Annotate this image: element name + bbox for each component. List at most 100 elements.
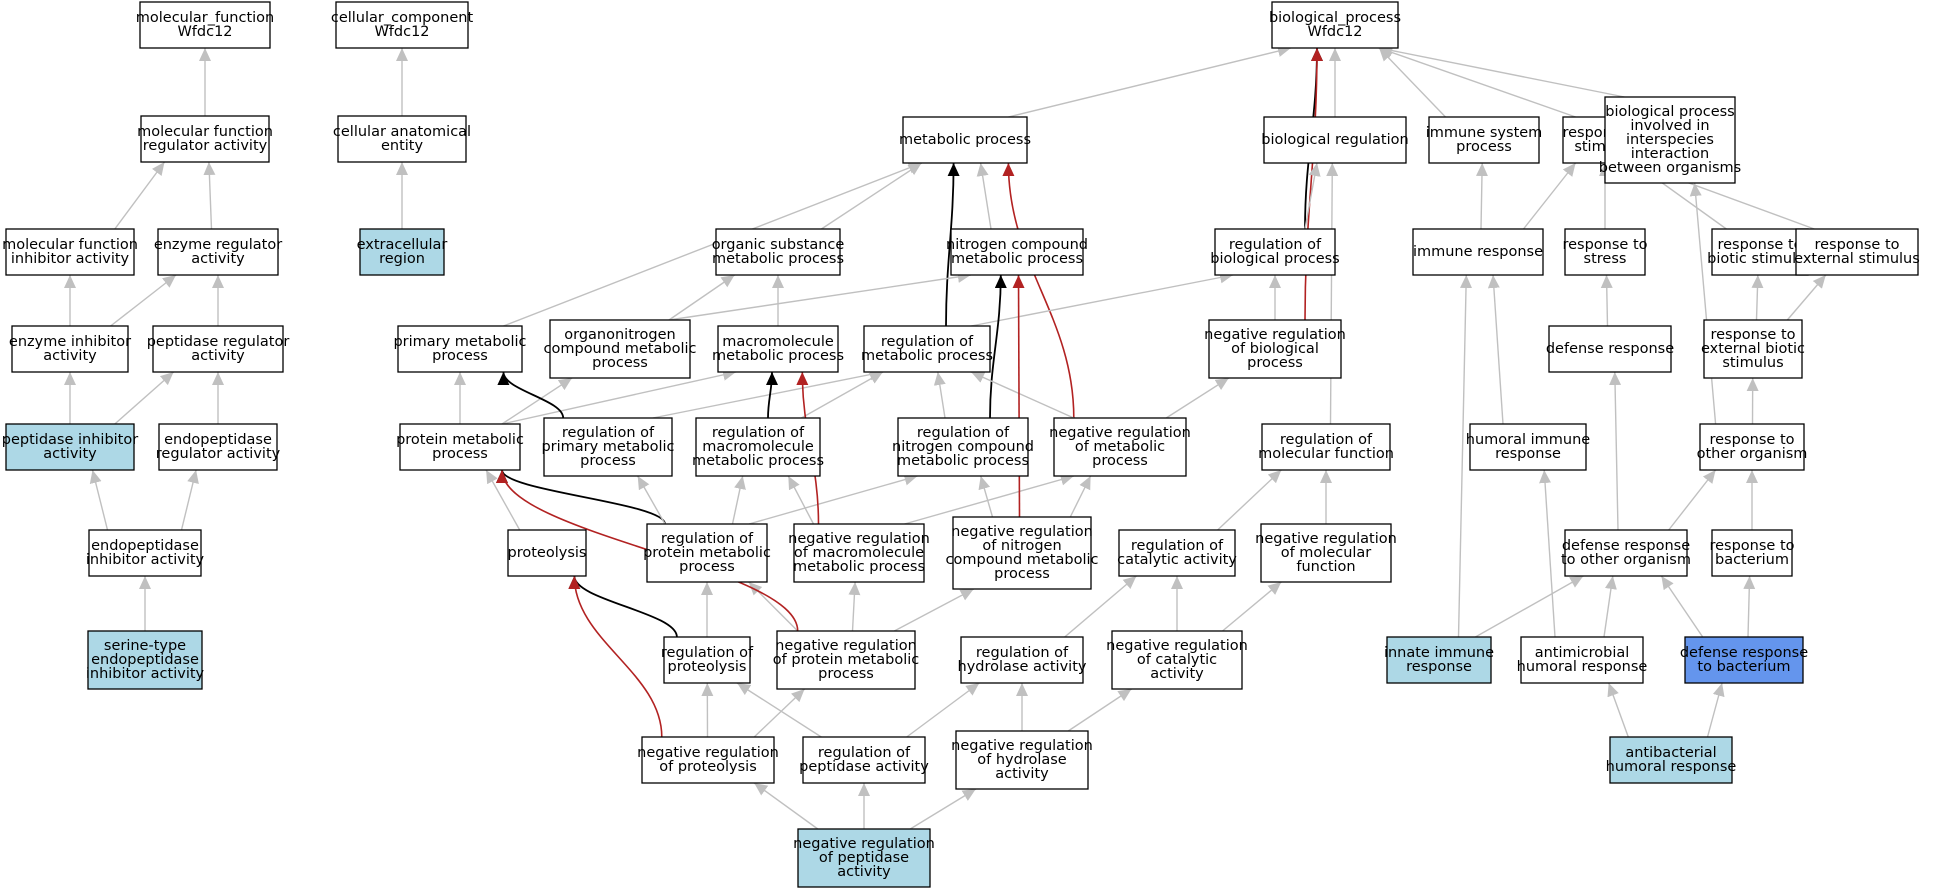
node-label-line: external stimulus xyxy=(1794,251,1920,267)
go-term-node-immune-resp: immune response xyxy=(1412,228,1544,276)
edge-is-a xyxy=(1222,581,1282,632)
edge-regulates xyxy=(989,274,1007,419)
node-box xyxy=(641,736,775,784)
node-box xyxy=(543,417,673,477)
edge-regulates xyxy=(765,371,778,419)
node-label-line: regulator activity xyxy=(143,138,268,154)
node-box xyxy=(1412,228,1544,276)
node-label-line: to bacterium xyxy=(1697,659,1790,675)
edge-is-a xyxy=(668,274,735,321)
node-label-line: response to xyxy=(1709,538,1794,554)
node-label-line: activity xyxy=(191,251,245,267)
node-label-line: response to xyxy=(1562,237,1647,253)
node-label-line: Wfdc12 xyxy=(1307,24,1362,40)
node-box xyxy=(1520,636,1644,684)
node-label-line: immune system xyxy=(1426,125,1543,141)
node-box xyxy=(897,417,1029,477)
edge-negatively-regulates xyxy=(1304,47,1323,321)
node-label-line: biological process xyxy=(1605,104,1734,120)
node-box xyxy=(158,423,278,471)
edge-is-a xyxy=(485,469,521,531)
edge-is-a xyxy=(893,588,975,632)
node-label-line: primary metabolic xyxy=(393,334,526,350)
node-label-line: negative regulation xyxy=(775,638,917,654)
edge-is-a xyxy=(753,782,819,830)
edge-is-a xyxy=(1326,162,1339,425)
edge-is-a xyxy=(1008,45,1292,118)
node-box xyxy=(139,1,271,49)
node-label-line: metabolic process xyxy=(899,132,1031,148)
node-label-line: enzyme inhibitor xyxy=(9,334,131,350)
edge-is-a xyxy=(501,377,573,425)
node-label-line: proteolysis xyxy=(508,545,587,561)
edge-is-a xyxy=(821,162,922,230)
edge-is-a xyxy=(1689,182,1717,425)
node-box xyxy=(11,325,129,373)
node-box xyxy=(1699,423,1805,471)
node-label-line: endopeptidase xyxy=(164,432,272,448)
node-label-line: inhibitor activity xyxy=(86,552,205,568)
node-box xyxy=(955,730,1089,790)
node-label-line: of peptidase xyxy=(819,850,909,866)
node-box xyxy=(140,115,270,163)
node-label-line: to other organism xyxy=(1561,552,1691,568)
node-label-line: organonitrogen xyxy=(564,327,675,343)
node-box xyxy=(952,516,1092,590)
edge-regulates xyxy=(496,469,666,525)
node-label-line: compound metabolic xyxy=(946,552,1099,568)
node-label-line: inhibitor activity xyxy=(11,251,130,267)
go-term-node-metabolic: metabolic process xyxy=(899,116,1031,164)
node-label-line: regulator activity xyxy=(156,446,281,462)
node-label-line: process xyxy=(580,453,636,469)
go-term-node-defense-resp: defense response xyxy=(1546,325,1674,373)
node-label-line: regulation of xyxy=(661,531,754,547)
node-label-line: macromolecule xyxy=(722,334,834,350)
edge-is-a xyxy=(1609,371,1622,531)
node-label-line: endopeptidase xyxy=(91,538,199,554)
node-label-line: process xyxy=(994,566,1050,582)
node-label-line: negative regulation xyxy=(951,738,1093,754)
node-box xyxy=(1261,423,1391,471)
node-label-line: cellular_component xyxy=(331,10,474,26)
node-label-line: primary metabolic xyxy=(541,439,674,455)
node-label-line: interspecies xyxy=(1626,132,1714,148)
node-label-line: process xyxy=(432,348,488,364)
node-label-line: enzyme regulator xyxy=(154,237,282,253)
node-label-line: antimicrobial xyxy=(1535,645,1630,661)
node-label-line: biotic stimulus xyxy=(1707,251,1813,267)
node-label-line: entity xyxy=(381,138,424,154)
node-label-line: hydrolase activity xyxy=(958,659,1087,675)
node-label-line: peptidase inhibitor xyxy=(2,432,138,448)
node-label-line: nitrogen compound xyxy=(946,237,1088,253)
node-box xyxy=(646,523,768,583)
node-label-line: biological regulation xyxy=(1261,132,1408,148)
node-box xyxy=(397,325,523,373)
node-box xyxy=(1711,529,1793,577)
node-label-line: of molecular xyxy=(1281,545,1372,561)
node-box xyxy=(1053,417,1187,477)
node-box xyxy=(797,828,931,888)
node-box xyxy=(1795,228,1919,276)
edge-is-a xyxy=(1751,274,1764,321)
node-box xyxy=(152,325,284,373)
edge-is-a xyxy=(1064,575,1137,638)
edge-is-a xyxy=(736,682,822,738)
node-label-line: regulation of xyxy=(881,334,974,350)
edge-regulates xyxy=(497,371,565,419)
node-label-line: compound metabolic xyxy=(544,341,697,357)
